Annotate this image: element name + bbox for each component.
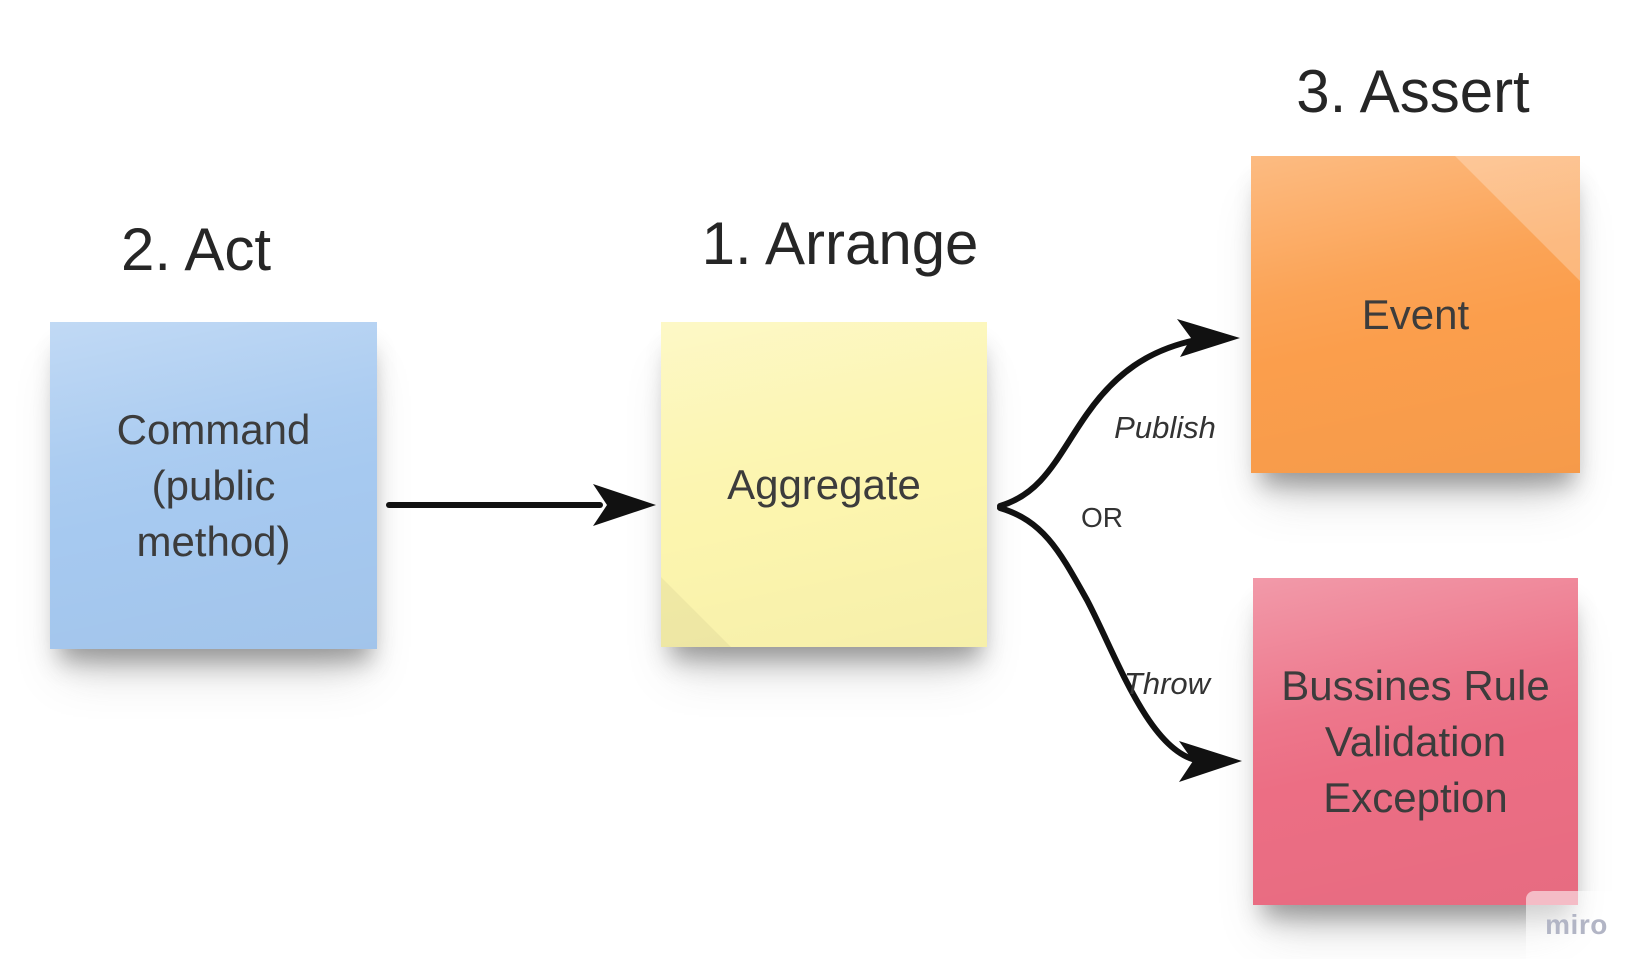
arrowhead-right: [1179, 741, 1242, 782]
heading-assert[interactable]: 3. Assert: [1296, 58, 1530, 125]
connector-aggregate-to-event-publish[interactable]: [997, 319, 1240, 509]
sticky-note-text: Command (public method): [116, 405, 311, 565]
heading-arrange[interactable]: 1. Arrange: [701, 210, 979, 277]
sticky-note-text: Bussines Rule Validation Exception: [1281, 661, 1550, 821]
connector-aggregate-to-exception-throw[interactable]: [997, 505, 1242, 782]
sticky-note-text: Aggregate: [727, 460, 921, 508]
edge-label-throw[interactable]: Throw: [1123, 666, 1211, 701]
miro-watermark: miro: [1526, 891, 1627, 959]
edge-label-publish[interactable]: Publish: [1114, 410, 1216, 445]
arrowhead-right: [1177, 319, 1240, 357]
arrowhead-right: [593, 484, 656, 526]
connector-command-to-aggregate[interactable]: [386, 484, 656, 526]
miro-watermark-text: miro: [1545, 909, 1608, 940]
edge-label-or[interactable]: OR: [1081, 502, 1123, 533]
heading-act[interactable]: 2. Act: [120, 216, 272, 283]
sticky-note-text: Event: [1361, 290, 1470, 338]
